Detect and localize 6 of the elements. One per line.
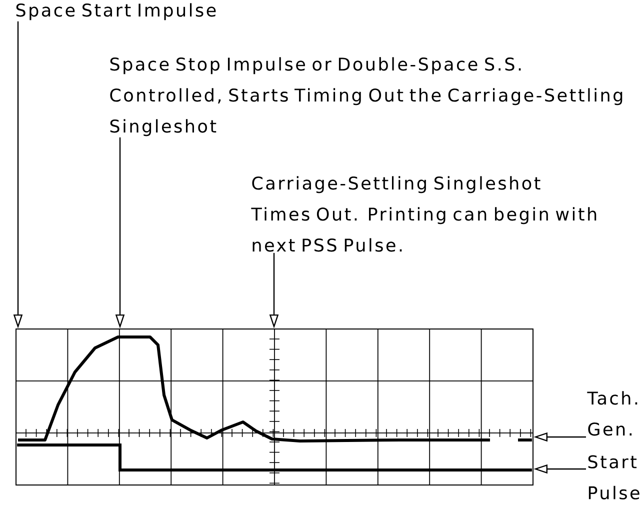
oscilloscope-screen-drawing: [16, 328, 534, 486]
annotation-text: Space Start Impulse: [16, 3, 216, 20]
signal-label: Tach. Gen.: [587, 391, 638, 436]
annotation-text: Space Stop Impulse or Double-Space S.S. Controlled, Starts Timing Out the Carriage-Settling Singleshot: [110, 57, 622, 136]
annotation-text: Carriage-Settling Singleshot Times Out. Printing can begin with next PSS Pulse.: [251, 176, 596, 252]
signal-label: Start Pulse: [588, 455, 640, 500]
